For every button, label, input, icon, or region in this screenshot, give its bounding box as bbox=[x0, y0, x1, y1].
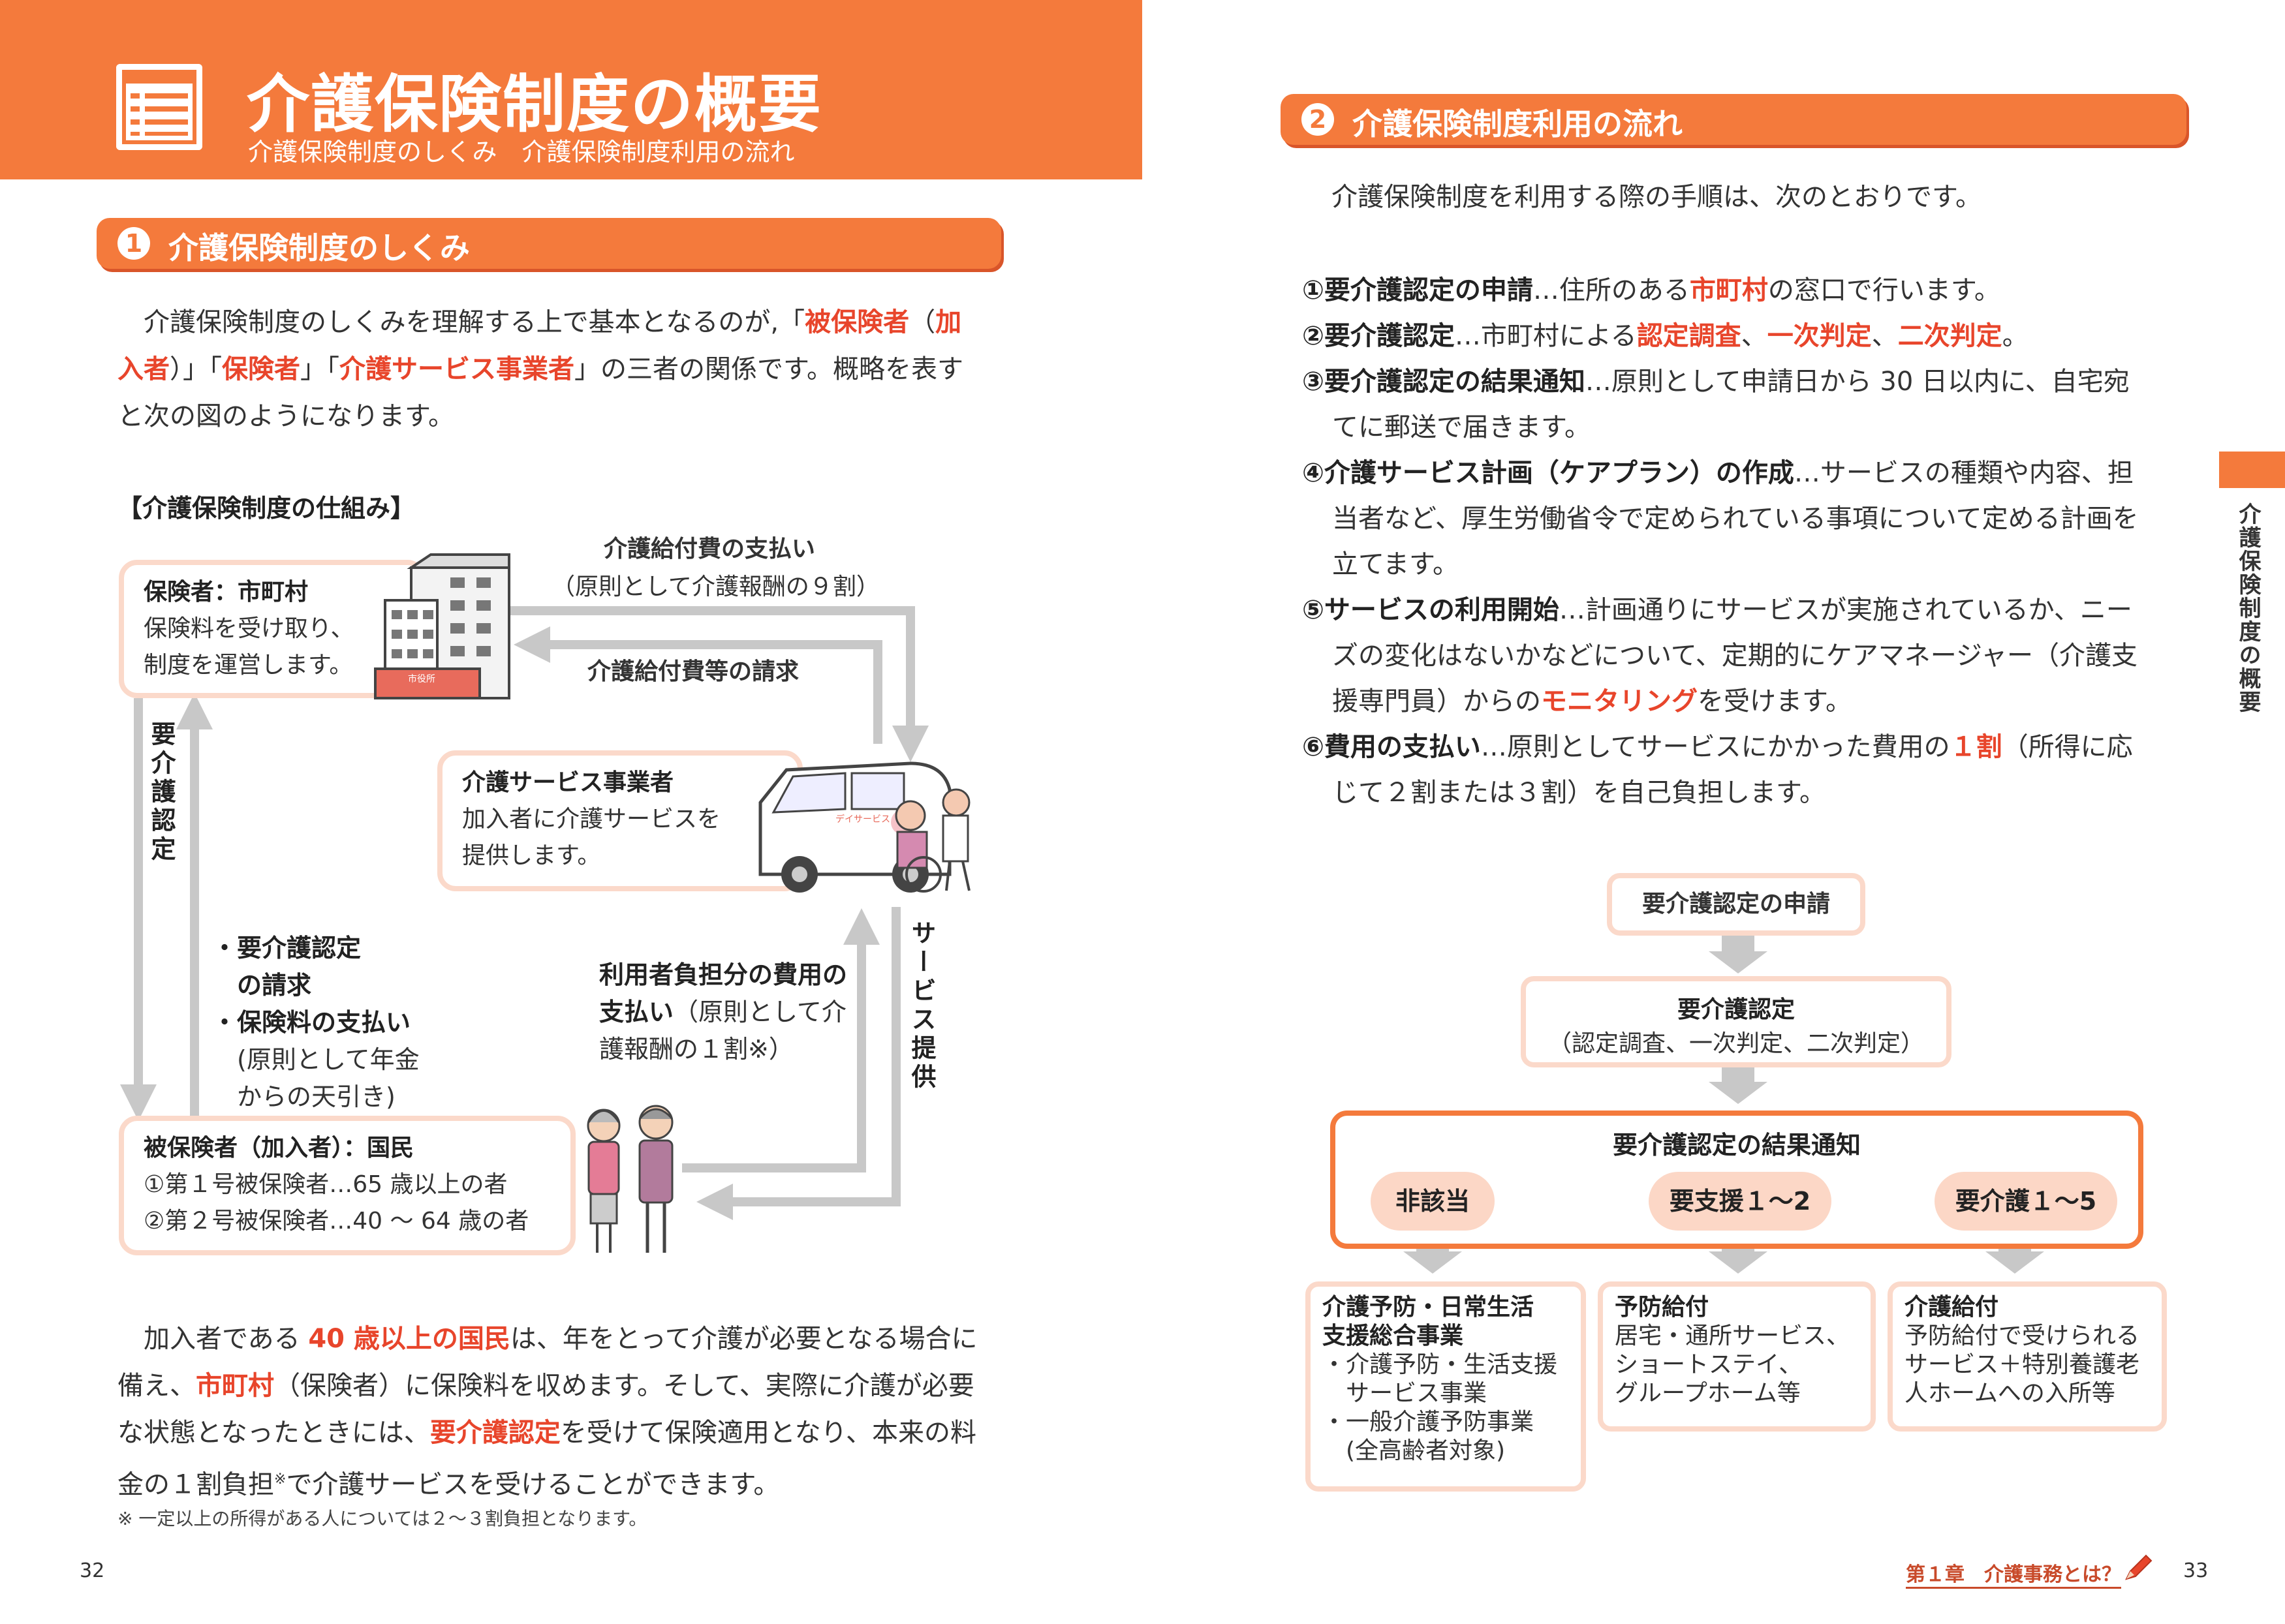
diagram-arrows bbox=[120, 606, 929, 1220]
result-line: サービス事業 bbox=[1322, 1380, 1487, 1407]
document-list-icon bbox=[116, 64, 202, 150]
result-title: 支援総合事業 bbox=[1322, 1323, 1464, 1349]
step-4-cont: 立てます。 bbox=[1332, 549, 1459, 579]
insured-title: 被保険者（加入者）：国民 bbox=[144, 1135, 414, 1161]
pencil-icon bbox=[2125, 1554, 2153, 1580]
section2-intro: 介護保険制度を利用する際の手順は、次のとおりです。 bbox=[1331, 182, 1982, 212]
request-item: ・保険料の支払い bbox=[212, 1008, 411, 1037]
step-1: ①要介護認定の申請…住所のある市町村の窓口で行います。 bbox=[1302, 275, 2000, 305]
building-sign: 市役所 bbox=[408, 673, 435, 684]
insurer-line1: 保険料を受け取り、 bbox=[144, 615, 354, 642]
result-title: 介護給付 bbox=[1904, 1294, 1999, 1321]
section1-paragraph2: 加入者である 40 歳以上の国民は、年をとって介護が必要となる場合に備え、市町村… bbox=[117, 1324, 978, 1500]
footnote: ※ 一定以上の所得がある人については２～３割負担となります。 bbox=[117, 1508, 647, 1529]
result-line: 人ホームへの入所等 bbox=[1904, 1380, 2115, 1407]
result-line: ・一般介護予防事業 bbox=[1322, 1409, 1534, 1435]
side-tab-label: 介護保険制度の概要 bbox=[2235, 502, 2261, 714]
copay-line: 利用者負担分の費用の bbox=[599, 960, 848, 989]
step-2: ②要介護認定…市町村による認定調査、一次判定、二次判定。 bbox=[1302, 321, 2029, 351]
insurer-title: 保険者：市町村 bbox=[144, 579, 309, 605]
insured-line2: ②第２号被保険者…40 ～ 64 歳の者 bbox=[144, 1208, 529, 1234]
result-line: サービス＋特別養護老 bbox=[1904, 1351, 2140, 1378]
step-5-cont: ズの変化はないかなどについて、定期的にケアマネージャー（介護支 bbox=[1332, 641, 2137, 671]
step-4-cont: 当者など、厚生労働省令で定められている事項について定める計画を bbox=[1332, 504, 2139, 534]
flow-certification-box: 要介護認定 （認定調査、一次判定、二次判定） bbox=[1521, 976, 1951, 1067]
step-4: ④介護サービス計画（ケアプラン）の作成…サービスの種類や内容、担 bbox=[1302, 458, 2134, 488]
flow-result-title: 要介護認定の結果通知 bbox=[1612, 1131, 1861, 1159]
flow-result-box: 要介護認定の結果通知 非該当 要支援１～2 要介護１～5 bbox=[1330, 1111, 2143, 1249]
requests-list: ・要介護認定 の請求 ・保険料の支払い (原則として年金 からの天引き) bbox=[212, 930, 420, 1116]
payment-label: 介護給付費の支払い bbox=[604, 536, 816, 562]
insurer-line2: 制度を運営します。 bbox=[144, 652, 353, 679]
step-6-cont: じて２割または３割）を自己負担します。 bbox=[1332, 778, 1826, 808]
step-5: ⑤サービスの利用開始…計画通りにサービスが実施されているか、ニー bbox=[1302, 595, 2132, 625]
page-number-right: 33 bbox=[2183, 1559, 2209, 1582]
step-3: ③要介護認定の結果通知…原則として申請日から 30 日以内に、自宅宛 bbox=[1302, 367, 2130, 397]
section1-number: 1 bbox=[117, 227, 150, 260]
section1-heading: 1 介護保険制度のしくみ bbox=[97, 218, 1001, 269]
diagram-caption: 【介護保険制度の仕組み】 bbox=[117, 494, 416, 523]
page-subtitle: 介護保険制度のしくみ 介護保険制度利用の流れ bbox=[248, 138, 795, 166]
section2-number: 2 bbox=[1301, 103, 1334, 136]
result-box-prevention: 介護予防・日常生活 支援総合事業 ・介護予防・生活支援 サービス事業 ・一般介護… bbox=[1305, 1281, 1586, 1492]
result-oval-care: 要介護１～5 bbox=[1935, 1172, 2117, 1231]
request-item: ・要介護認定 bbox=[212, 934, 362, 962]
result-line: グループホーム等 bbox=[1615, 1380, 1801, 1407]
provider-line2: 提供します。 bbox=[462, 842, 601, 869]
flow-application-box: 要介護認定の申請 bbox=[1607, 873, 1865, 936]
flow-certification-sub: （認定調査、一次判定、二次判定） bbox=[1547, 1030, 1924, 1057]
result-line: ・介護予防・生活支援 bbox=[1322, 1351, 1558, 1378]
request-item: からの天引き) bbox=[212, 1082, 396, 1111]
chapter-label: 第１章 介護事務とは？ bbox=[1906, 1558, 2121, 1589]
van-label: デイサービス bbox=[835, 814, 890, 825]
insured-box: 被保険者（加入者）：国民 ①第１号被保険者…65 歳以上の者 ②第２号被保険者…… bbox=[119, 1116, 576, 1255]
elderly-couple-icon bbox=[587, 1105, 674, 1253]
flow-certification-title: 要介護認定 bbox=[1677, 996, 1795, 1023]
request-item: の請求 bbox=[212, 971, 312, 1000]
result-oval-support: 要支援１～2 bbox=[1649, 1172, 1831, 1231]
page-number-left: 32 bbox=[80, 1559, 105, 1582]
result-title: 予防給付 bbox=[1615, 1294, 1709, 1321]
certification-label: 要介護認定 bbox=[147, 721, 176, 865]
provider-line1: 加入者に介護サービスを bbox=[462, 806, 721, 833]
section1-intro: 介護保険制度のしくみを理解する上で基本となるのが,「被保険者（加入者）」「保険者… bbox=[117, 307, 963, 431]
result-line: 居宅・通所サービス、 bbox=[1615, 1323, 1850, 1349]
result-line: 予防給付で受けられる bbox=[1904, 1323, 2140, 1349]
request-item: (原則として年金 bbox=[212, 1045, 420, 1074]
step-3-cont: てに郵送で届きます。 bbox=[1332, 412, 1591, 442]
result-line: ショートステイ、 bbox=[1615, 1351, 1803, 1378]
service-label: サービス提供 bbox=[907, 920, 936, 1092]
city-hall-building-icon: 市役所 bbox=[374, 553, 510, 699]
step-5-cont: 援専門員）からのモニタリングを受けます。 bbox=[1332, 686, 1852, 716]
page-title: 介護保険制度の概要 bbox=[247, 68, 822, 141]
steps-list: ①要介護認定の申請…住所のある市町村の窓口で行います。 ②要介護認定…市町村によ… bbox=[1302, 268, 2170, 816]
section2-title: 介護保険制度利用の流れ bbox=[1352, 106, 1683, 142]
copay-text: 利用者負担分の費用の 支払い（原則として介 護報酬の１割※） bbox=[599, 957, 847, 1068]
day-service-van-icon: デイサービス bbox=[758, 761, 971, 893]
provider-title: 介護サービス事業者 bbox=[462, 769, 674, 796]
section2-heading: 2 介護保険制度利用の流れ bbox=[1281, 94, 2186, 145]
payment-note: （原則として介護報酬の９割） bbox=[552, 574, 880, 600]
claim-label: 介護給付費等の請求 bbox=[587, 658, 800, 685]
section1-title: 介護保険制度のしくみ bbox=[168, 230, 470, 266]
copay-line: 護報酬の１割※） bbox=[599, 1035, 794, 1064]
step-6: ⑥費用の支払い…原則としてサービスにかかった費用の１割（所得に応 bbox=[1302, 732, 2133, 762]
result-line: (全高齢者対象) bbox=[1322, 1437, 1506, 1464]
side-tab-marker bbox=[2219, 452, 2285, 488]
result-oval-not-applicable: 非該当 bbox=[1371, 1172, 1495, 1231]
result-box-preventive-benefit: 予防給付 居宅・通所サービス、 ショートステイ、 グループホーム等 bbox=[1598, 1281, 1876, 1432]
result-title: 介護予防・日常生活 bbox=[1322, 1294, 1534, 1321]
result-box-care-benefit: 介護給付 予防給付で受けられる サービス＋特別養護老 人ホームへの入所等 bbox=[1888, 1281, 2167, 1432]
insured-line1: ①第１号被保険者…65 歳以上の者 bbox=[144, 1171, 508, 1198]
